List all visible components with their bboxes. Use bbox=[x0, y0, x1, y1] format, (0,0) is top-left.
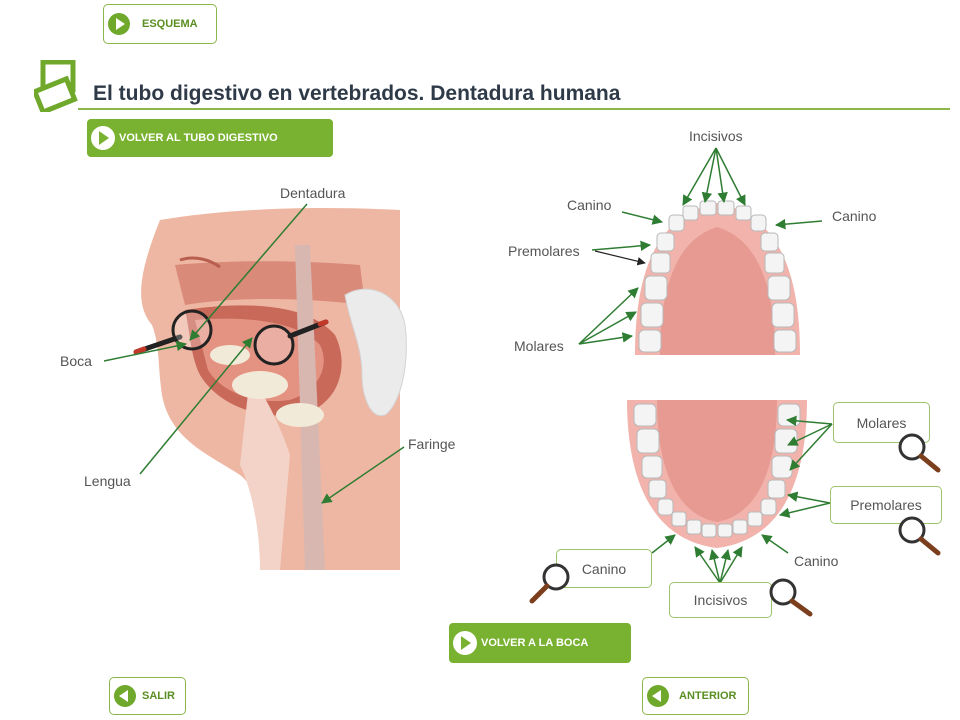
magnifier-canino-icon[interactable] bbox=[526, 561, 576, 607]
page-title: El tubo digestivo en vertebrados. Dentad… bbox=[93, 82, 621, 105]
head-section-illustration bbox=[100, 205, 420, 570]
anterior-button[interactable]: ANTERIOR bbox=[642, 677, 749, 715]
label-upper-canino-left: Canino bbox=[567, 197, 612, 213]
magnifier-molares-icon[interactable] bbox=[895, 430, 945, 476]
play-icon bbox=[453, 631, 477, 655]
label-boca: Boca bbox=[60, 353, 92, 369]
label-upper-canino-right: Canino bbox=[832, 208, 877, 224]
box-lower-molares[interactable]: Molares bbox=[833, 402, 930, 443]
volver-boca-button[interactable]: VOLVER A LA BOCA bbox=[449, 623, 631, 663]
label-lower-canino-right: Canino bbox=[794, 553, 839, 569]
box-lower-canino-left[interactable]: Canino bbox=[556, 549, 652, 588]
salir-button[interactable]: SALIR bbox=[109, 677, 186, 715]
logo-icon bbox=[31, 59, 80, 116]
label-lengua: Lengua bbox=[84, 473, 131, 489]
title-divider bbox=[78, 108, 950, 110]
lower-incisivos-label: Incisivos bbox=[693, 592, 748, 608]
label-faringe: Faringe bbox=[408, 436, 456, 452]
upper-jaw-illustration bbox=[625, 195, 810, 355]
magnifier-incisivos-icon[interactable] bbox=[767, 576, 817, 620]
label-upper-molares: Molares bbox=[514, 338, 564, 354]
lower-premolares-label: Premolares bbox=[850, 497, 922, 513]
esquema-label: ESQUEMA bbox=[142, 18, 198, 30]
esquema-button[interactable]: ESQUEMA bbox=[103, 4, 217, 44]
label-upper-premolares: Premolares bbox=[508, 243, 580, 259]
anterior-label: ANTERIOR bbox=[679, 690, 737, 702]
box-lower-incisivos[interactable]: Incisivos bbox=[669, 582, 772, 618]
salir-label: SALIR bbox=[142, 690, 175, 702]
lower-jaw-illustration bbox=[622, 400, 812, 550]
play-icon bbox=[91, 126, 115, 150]
play-icon bbox=[108, 13, 130, 35]
volver-boca-label: VOLVER A LA BOCA bbox=[481, 637, 589, 649]
back-icon bbox=[647, 685, 669, 707]
volver-tubo-label: VOLVER AL TUBO DIGESTIVO bbox=[119, 132, 278, 144]
box-lower-premolares[interactable]: Premolares bbox=[830, 486, 942, 524]
volver-tubo-button[interactable]: VOLVER AL TUBO DIGESTIVO bbox=[87, 119, 333, 157]
lower-canino-left-label: Canino bbox=[581, 560, 627, 577]
back-icon bbox=[114, 685, 136, 707]
magnifier-lengua-icon[interactable] bbox=[250, 316, 335, 371]
label-upper-incisivos: Incisivos bbox=[689, 128, 743, 144]
magnifier-premolares-icon[interactable] bbox=[895, 513, 945, 559]
lower-molares-label: Molares bbox=[856, 414, 907, 431]
label-dentadura: Dentadura bbox=[280, 185, 346, 201]
